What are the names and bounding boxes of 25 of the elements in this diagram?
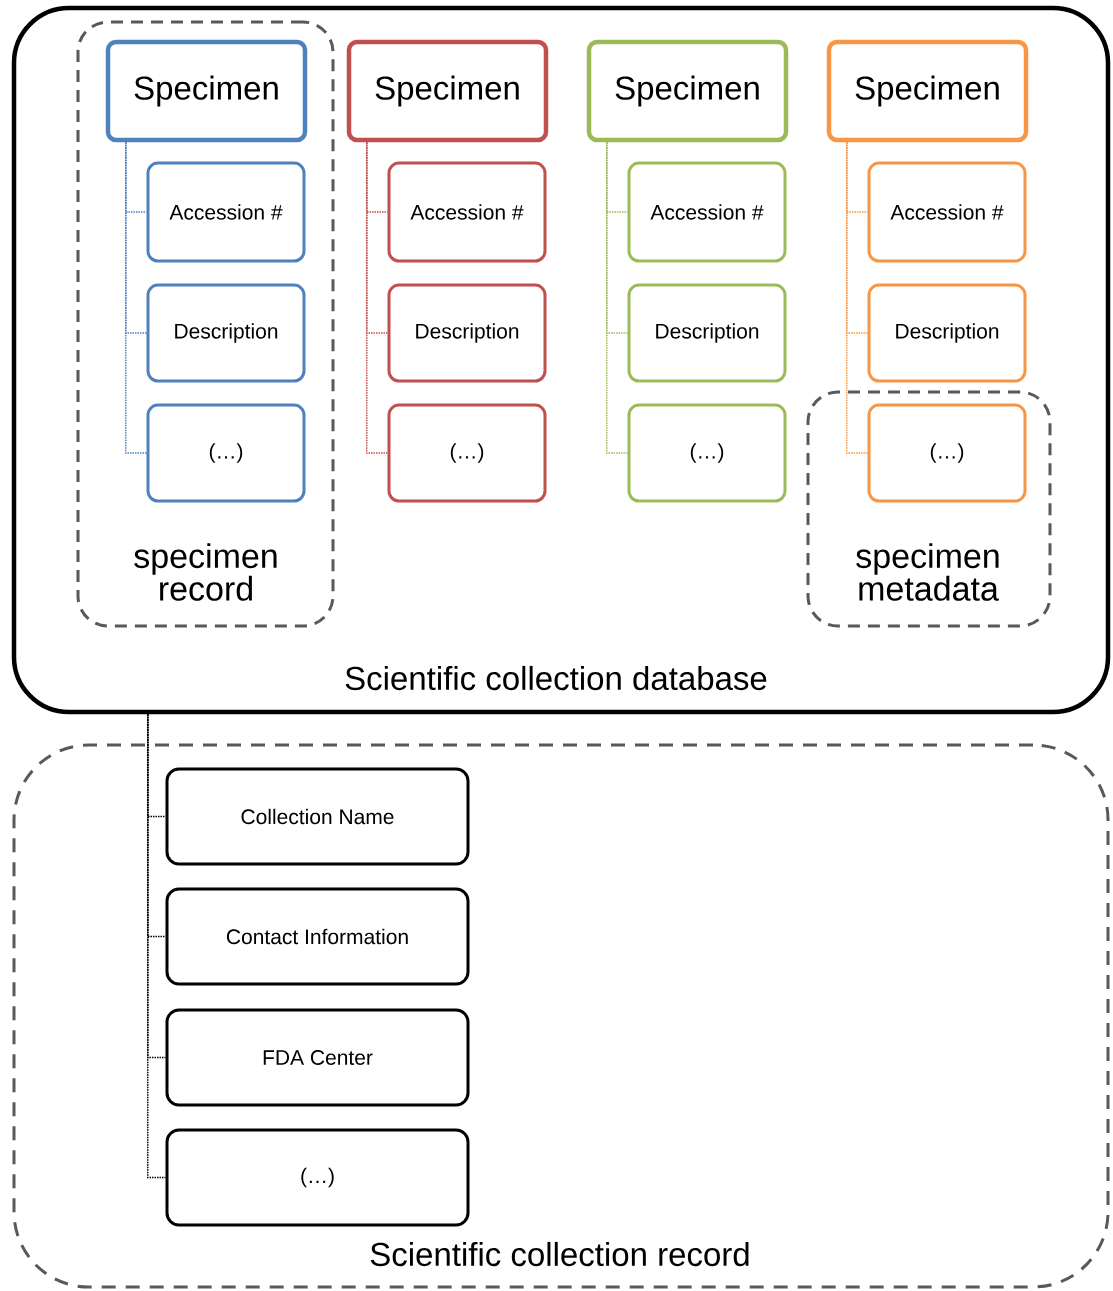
field-box: Description [627,283,787,383]
field-box: Accession # [867,161,1027,263]
field-box: FDA Center [165,1008,470,1107]
field-box: Accession # [146,161,306,263]
field-box: Description [867,283,1027,383]
specimen-box: Specimen [586,39,789,143]
field-box: Description [387,283,547,383]
specimen-box: Specimen [346,39,549,143]
field-box: (…) [165,1128,470,1227]
connector-line [846,141,869,454]
field-box: Description [146,283,306,383]
field-box: Accession # [387,161,547,263]
field-box: (…) [387,403,547,503]
field-box: Accession # [627,161,787,263]
field-box: (…) [867,403,1027,503]
connector-line [366,141,389,454]
specimen-box: Specimen [826,39,1029,143]
field-box: Contact Information [165,887,470,986]
field-box: Collection Name [165,767,470,866]
specimen-box: Specimen [105,39,308,143]
connector-line [606,141,629,454]
field-box: (…) [146,403,306,503]
field-box: (…) [627,403,787,503]
connector-line [125,141,148,454]
connector-line [147,713,167,1179]
